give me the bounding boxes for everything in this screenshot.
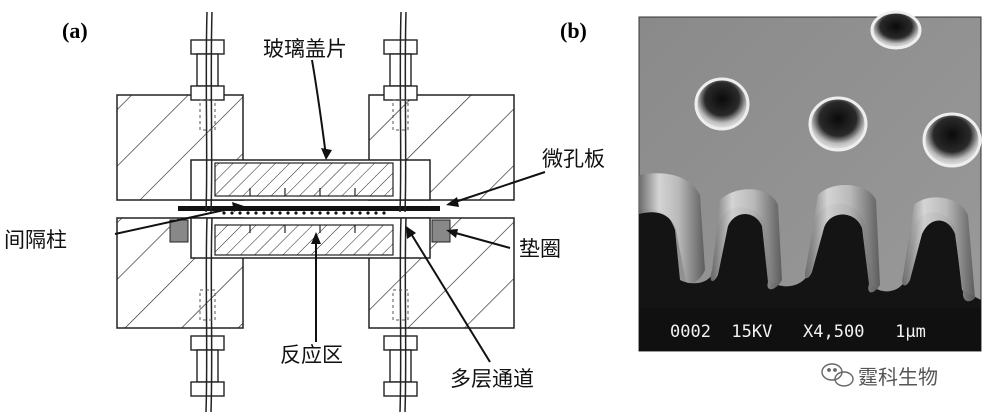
gasket-left [169, 219, 189, 243]
panel-a-label: (a) [62, 18, 88, 43]
sem-caption: 0002 15KV X4,500 1μm [670, 322, 926, 342]
label-spacer: 间隔柱 [4, 228, 67, 252]
label-reaction-zone: 反应区 [280, 343, 343, 367]
left-tube [205, 11, 213, 413]
label-gasket: 垫圈 [519, 237, 561, 261]
wechat-icon [821, 363, 854, 387]
microfluidic-device-cross-section [116, 11, 515, 413]
sem-micrograph: 0002 15KV X4,500 1μm [638, 10, 982, 352]
sem-holes [694, 10, 982, 168]
right-tube [399, 11, 407, 413]
microwell-plate [178, 206, 440, 211]
leader-lines [114, 59, 546, 363]
label-cover-glass: 玻璃盖片 [263, 37, 347, 61]
arrow-gasket [451, 231, 511, 249]
arrow-microwell-plate [451, 171, 546, 204]
glass-cover [214, 162, 394, 197]
watermark: 霆科生物 [821, 363, 938, 389]
label-microwell-plate: 微孔板 [542, 147, 605, 171]
arrow-cover-glass [311, 59, 327, 157]
microwell-dots [222, 211, 386, 215]
reaction-substrate [214, 224, 394, 256]
arrow-heads [232, 148, 459, 244]
port-dashed-outlines [199, 99, 409, 321]
panel-b-label: (b) [560, 18, 587, 43]
left-port [190, 39, 225, 397]
arrow-multilayer-channel [409, 231, 491, 363]
watermark-text: 霆科生物 [858, 365, 938, 389]
label-multilayer-channel: 多层通道 [450, 367, 534, 391]
sem-ridges [639, 173, 975, 302]
reaction-channel-marks [249, 188, 356, 233]
sem-caption-bar [639, 308, 981, 351]
arrow-spacer [114, 206, 239, 235]
